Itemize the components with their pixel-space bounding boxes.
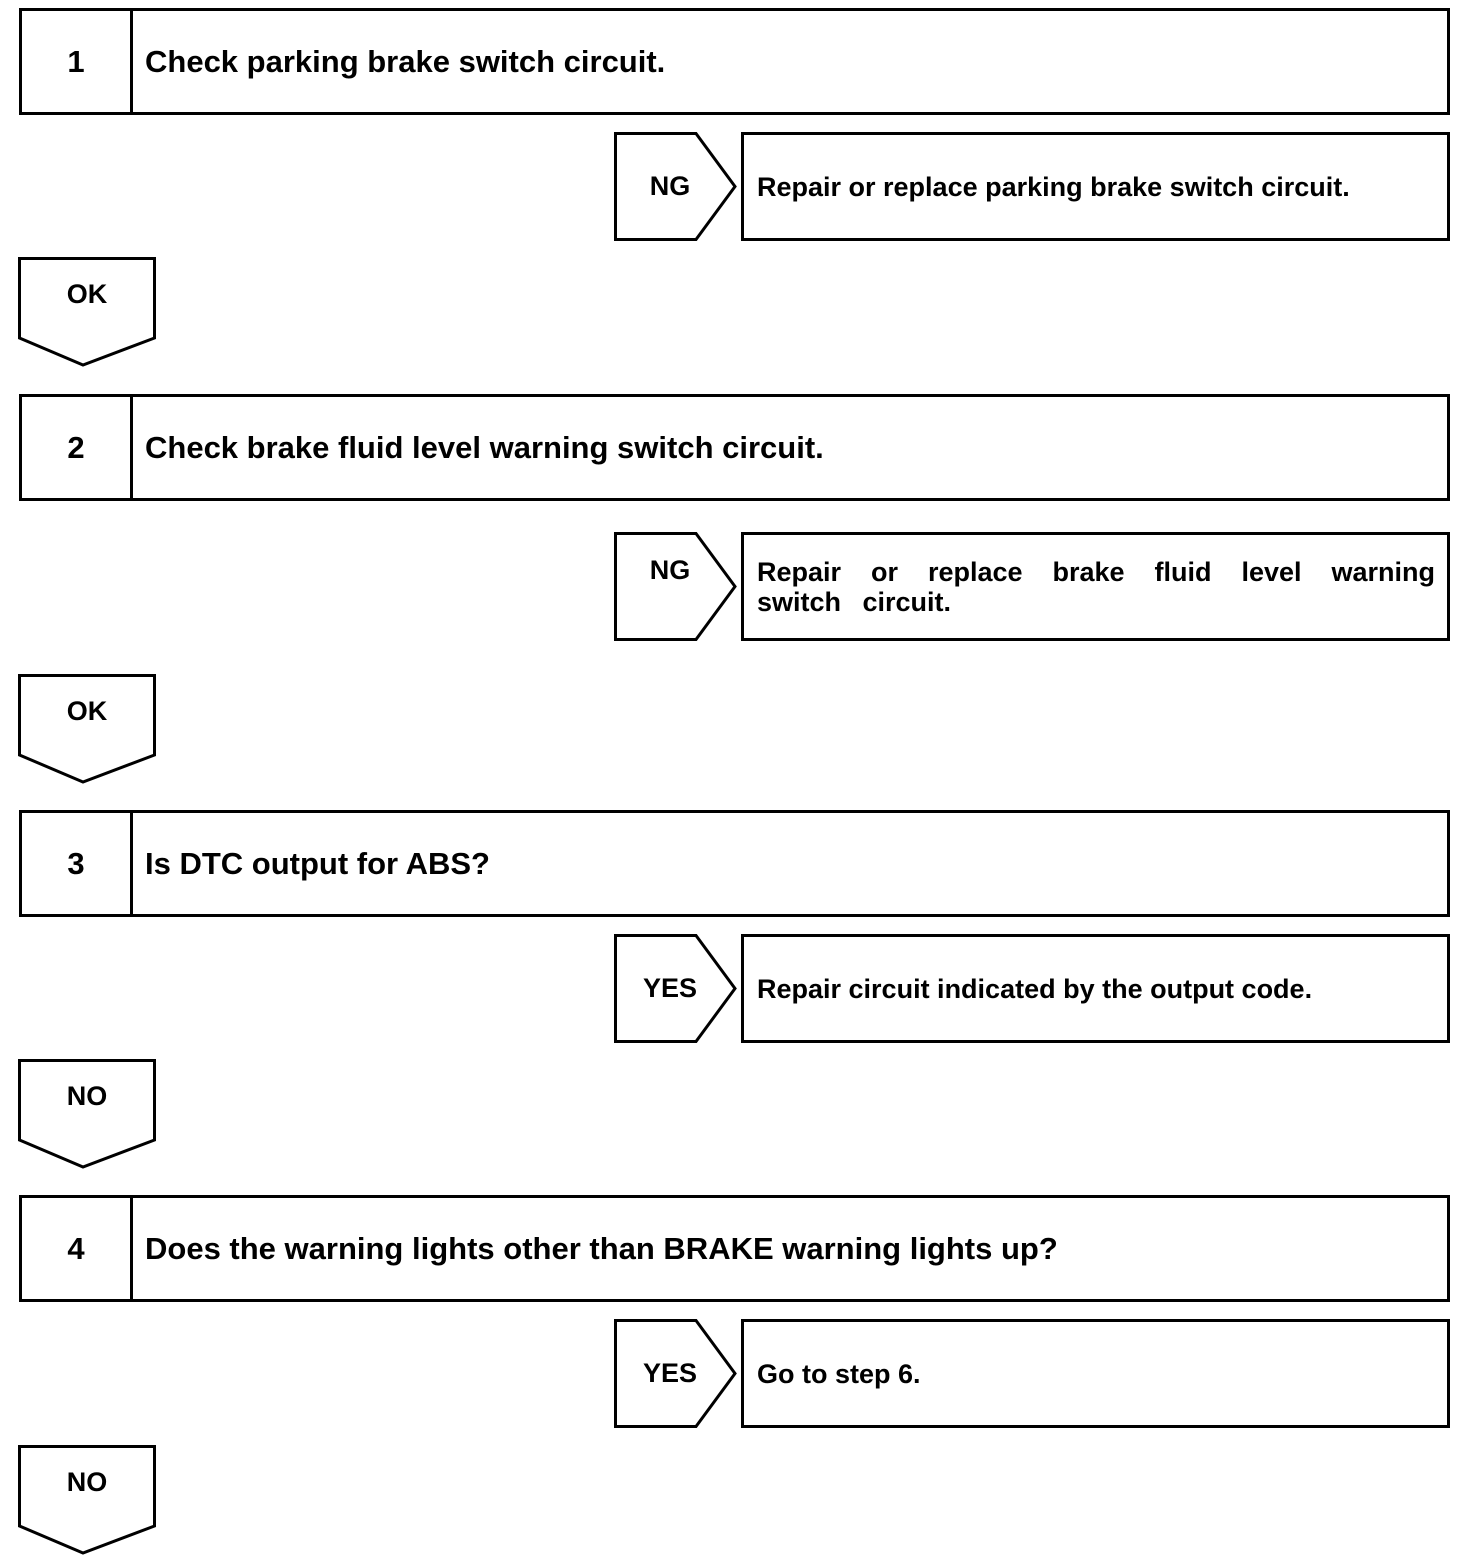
branch-label: NG [649,171,691,201]
branch-arrow-ng: NG [614,532,738,641]
continue-label: NO [66,1081,108,1111]
down-arrow-icon [18,674,156,784]
branch-action-box: Go to step 6. [741,1319,1450,1428]
step-box-2: 2 Check brake fluid level warning switch… [19,394,1450,501]
step-box-4: 4 Does the warning lights other than BRA… [19,1195,1450,1302]
step-box-1: 1 Check parking brake switch circuit. [19,8,1450,115]
branch-label: YES [642,1358,698,1388]
right-arrow-icon [614,132,737,241]
continue-label: OK [66,279,108,309]
step-question: Check parking brake switch circuit. [145,43,666,79]
branch-action-box: Repair or replace brake fluid level warn… [741,532,1450,641]
step-box-3: 3 Is DTC output for ABS? [19,810,1450,917]
step-number: 4 [22,1198,133,1299]
step-question: Does the warning lights other than BRAKE… [145,1230,1058,1266]
branch-action-text: Repair circuit indicated by the output c… [757,973,1313,1004]
down-arrow-icon [18,257,156,367]
step-question: Check brake fluid level warning switch c… [145,429,824,465]
step-number: 2 [22,397,133,498]
right-arrow-icon [614,934,737,1043]
down-arrow-icon [18,1059,156,1169]
continue-arrow-ok: OK [18,674,156,786]
branch-arrow-yes: YES [614,934,738,1043]
continue-arrow-ok: OK [18,257,156,369]
continue-arrow-no: NO [18,1059,156,1171]
branch-action-text: Repair or replace parking brake switch c… [757,171,1350,202]
step-number: 3 [22,813,133,914]
step-number: 1 [22,11,133,112]
continue-label: NO [66,1467,108,1497]
branch-arrow-ng: NG [614,132,738,241]
right-arrow-icon [614,532,737,641]
down-arrow-icon [18,1445,156,1555]
branch-action-box: Repair or replace parking brake switch c… [741,132,1450,241]
branch-action-text: Repair or replace brake fluid level warn… [757,556,1435,617]
continue-label: OK [66,696,108,726]
branch-action-box: Repair circuit indicated by the output c… [741,934,1450,1043]
step-question: Is DTC output for ABS? [145,845,490,881]
branch-arrow-yes: YES [614,1319,738,1428]
branch-action-text: Go to step 6. [757,1358,921,1389]
branch-label: YES [642,973,698,1003]
branch-label: NG [649,555,691,585]
right-arrow-icon [614,1319,737,1428]
continue-arrow-no: NO [18,1445,156,1557]
